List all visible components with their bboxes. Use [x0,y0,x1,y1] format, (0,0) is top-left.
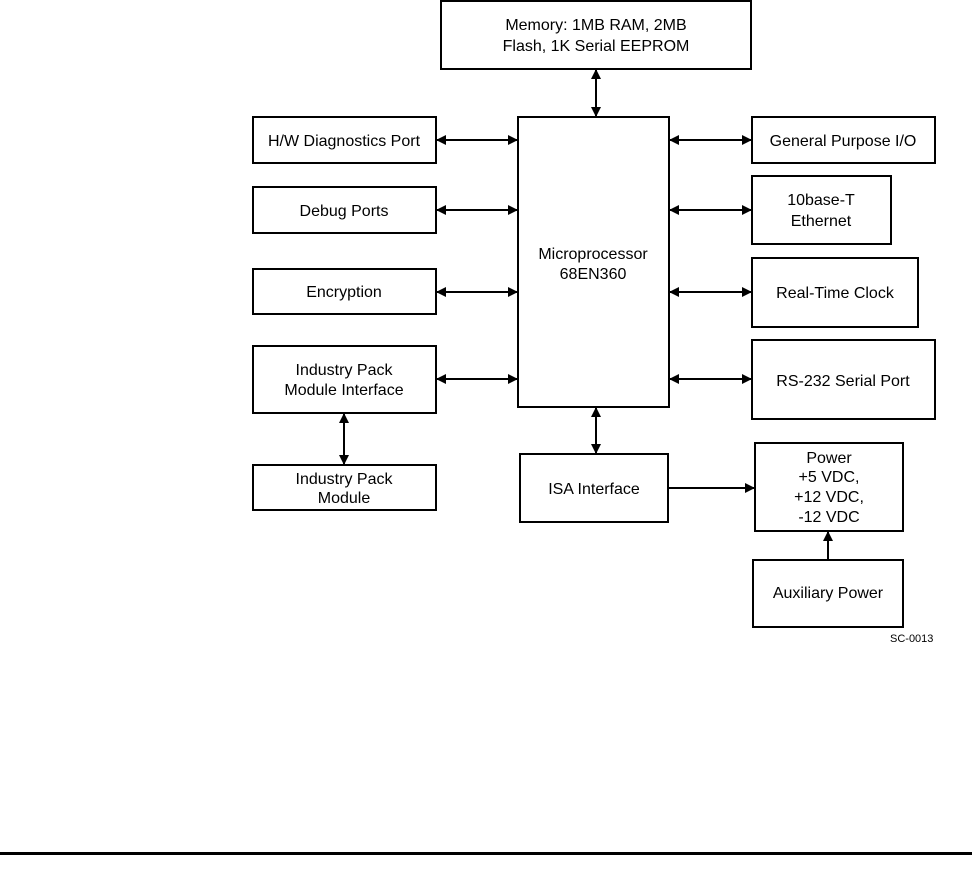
power-label-line-3: +12 VDC, [794,489,864,506]
hw-diagnostics-port-label: H/W Diagnostics Port [268,133,421,150]
industry-pack-interface-label-line-1: Industry Pack [296,362,394,379]
ethernet-block: 10base-T Ethernet [751,175,892,245]
industry-pack-interface-block: Industry Pack Module Interface [252,345,437,414]
memory-label-line-1: Memory: 1MB RAM, 2MB [505,17,686,34]
figure-id: SC-0013 [890,633,933,645]
rs232-serial-port-block: RS-232 Serial Port [751,339,936,420]
hw-diagnostics-port-block: H/W Diagnostics Port [252,116,437,164]
isa-interface-block: ISA Interface [519,453,669,523]
microprocessor-label-line-1: Microprocessor [538,246,648,263]
memory-label-line-2: Flash, 1K Serial EEPROM [503,38,690,55]
auxiliary-power-label: Auxiliary Power [773,585,884,602]
real-time-clock-block: Real-Time Clock [751,257,919,328]
industry-pack-module-label-line-1: Industry Pack [296,471,394,488]
rs232-serial-port-label: RS-232 Serial Port [776,373,910,390]
debug-ports-block: Debug Ports [252,186,437,234]
microprocessor-label-line-2: 68EN360 [560,266,627,283]
industry-pack-module-label-line-2: Module [318,490,371,507]
microprocessor-block: Microprocessor 68EN360 [517,116,670,408]
debug-ports-label: Debug Ports [300,203,389,220]
industry-pack-interface-label-line-2: Module Interface [284,382,403,399]
industry-pack-module-block: Industry Pack Module [252,464,437,511]
power-label-line-1: Power [806,450,852,467]
encryption-label: Encryption [306,284,382,301]
ethernet-label-line-2: Ethernet [791,213,852,230]
real-time-clock-label: Real-Time Clock [776,285,895,302]
general-purpose-io-block: General Purpose I/O [751,116,936,164]
page-bottom-rule [0,852,972,855]
encryption-block: Encryption [252,268,437,315]
power-label-line-2: +5 VDC, [799,469,860,486]
ethernet-label-line-1: 10base-T [787,192,855,209]
isa-interface-label: ISA Interface [548,481,640,498]
auxiliary-power-block: Auxiliary Power [752,559,904,628]
power-label-line-4: -12 VDC [798,509,859,526]
power-block: Power +5 VDC, +12 VDC, -12 VDC [754,442,904,532]
general-purpose-io-label: General Purpose I/O [770,133,917,150]
memory-block: Memory: 1MB RAM, 2MB Flash, 1K Serial EE… [440,0,752,70]
